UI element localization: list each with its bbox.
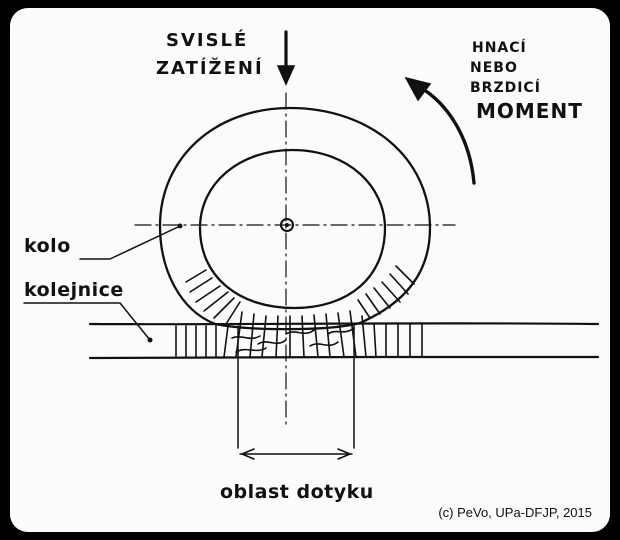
wheel-label: kolo [24, 235, 71, 257]
wheel [158, 106, 432, 331]
rail-top-line [88, 322, 600, 326]
vertical-load-label-2: ZATÍŽENÍ [156, 57, 264, 79]
wheel-inner-circle [198, 148, 387, 310]
rail [88, 322, 600, 360]
copyright-text: (c) PeVo, UPa-DFJP, 2015 [438, 505, 592, 520]
leader-lines [23, 223, 183, 343]
wheel-rail-diagram: SVISLÉ ZATÍŽENÍ HNACÍ NEBO BRZDICÍ MOMEN… [23, 29, 600, 503]
moment-label-3: BRZDICÍ [470, 79, 541, 96]
rail-bottom-line [88, 355, 600, 360]
contact-dimension [237, 325, 355, 460]
center-lines [134, 92, 456, 429]
rail-leader [23, 302, 151, 341]
moment-label-4: MOMENT [476, 99, 583, 123]
moment-label-1: HNACÍ [472, 39, 527, 56]
curved-arrow-icon [404, 76, 476, 185]
vertical-load-label-1: SVISLÉ [166, 29, 248, 51]
wheel-leader [79, 226, 179, 260]
moment-label-2: NEBO [470, 60, 518, 76]
arrow-down-icon [276, 30, 296, 86]
center-mark [280, 218, 294, 232]
wheel-hatching [185, 265, 415, 325]
rail-label: kolejnice [24, 279, 124, 301]
contact-hatching [175, 310, 423, 358]
contact-area-label: oblast dotyku [220, 481, 374, 503]
sketch-paper: SVISLÉ ZATÍŽENÍ HNACÍ NEBO BRZDICÍ MOMEN… [10, 8, 610, 532]
wheel-outer-circle [158, 106, 432, 331]
